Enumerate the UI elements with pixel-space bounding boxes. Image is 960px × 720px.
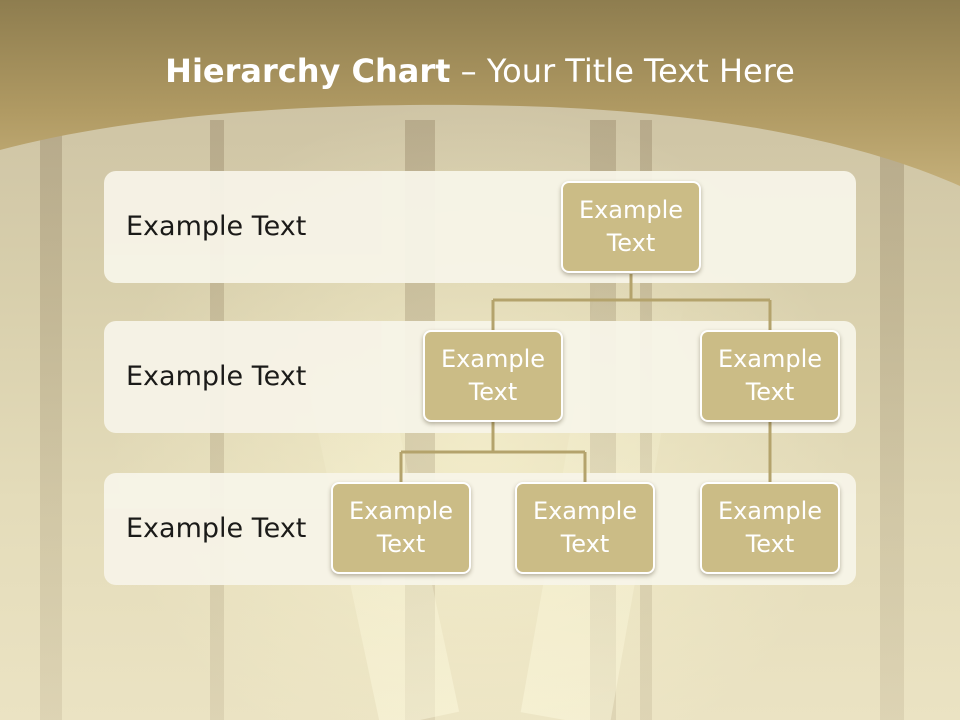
node-level2-left-text: Example Text <box>440 345 546 406</box>
node-level3-a[interactable]: Example Text <box>331 482 471 574</box>
tree-trunk <box>880 120 904 720</box>
slide-title: Hierarchy Chart – Your Title Text Here <box>0 52 960 90</box>
node-level3-a-text: Example Text <box>348 497 454 558</box>
hierarchy-row-1: Example Text <box>104 171 856 283</box>
title-bold-part: Hierarchy Chart <box>165 52 451 90</box>
node-root-text: Example Text <box>578 196 684 257</box>
title-banner <box>0 0 960 186</box>
node-level2-right-text: Example Text <box>717 345 823 406</box>
node-root[interactable]: Example Text <box>561 181 701 273</box>
node-level3-c-text: Example Text <box>717 497 823 558</box>
node-level3-c[interactable]: Example Text <box>700 482 840 574</box>
row-label-2: Example Text <box>126 361 307 392</box>
row-label-3: Example Text <box>126 513 307 544</box>
row-label-1: Example Text <box>126 211 307 242</box>
tree-trunk <box>40 120 62 720</box>
node-level2-left[interactable]: Example Text <box>423 330 563 422</box>
title-rest-part: – Your Title Text Here <box>450 52 795 90</box>
node-level3-b[interactable]: Example Text <box>515 482 655 574</box>
node-level3-b-text: Example Text <box>532 497 638 558</box>
node-level2-right[interactable]: Example Text <box>700 330 840 422</box>
